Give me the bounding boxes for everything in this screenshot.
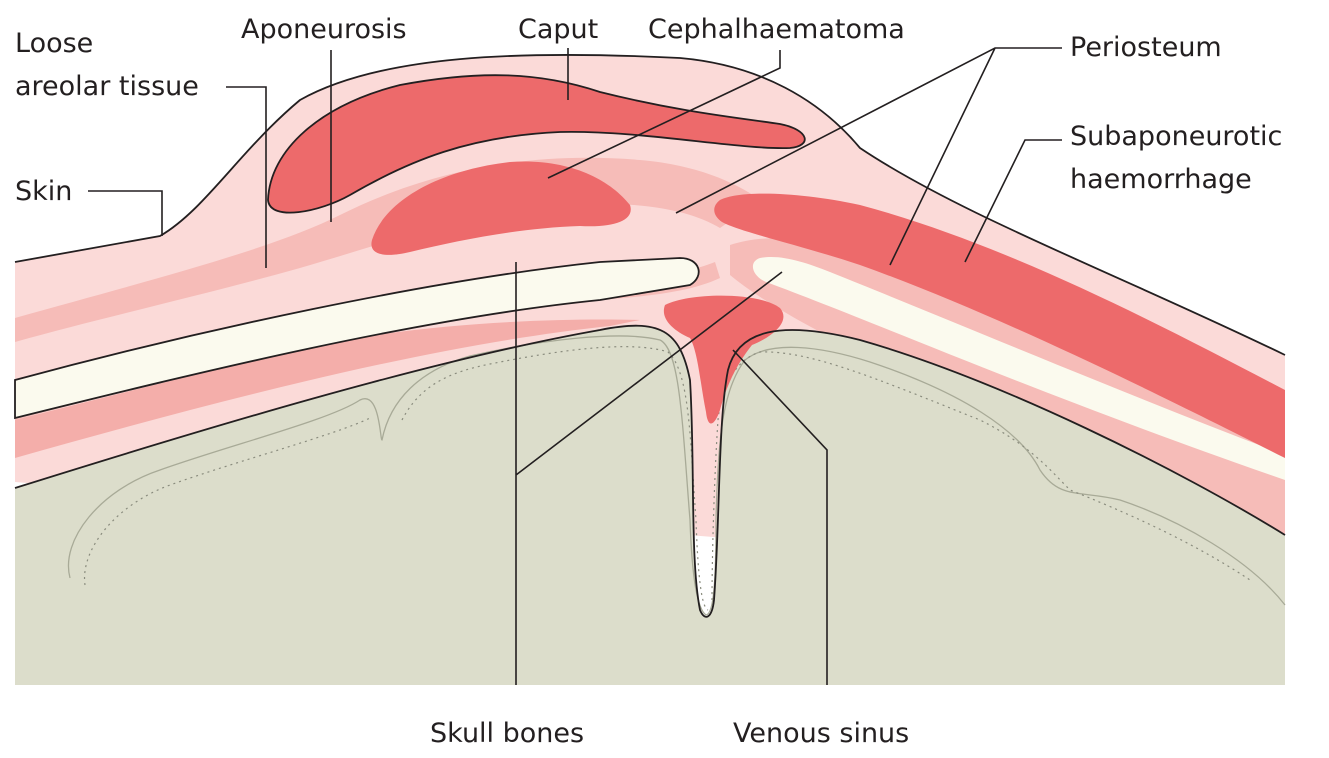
- label-skin: Skin: [15, 176, 72, 207]
- label-skull-bones: Skull bones: [430, 718, 584, 749]
- label-venous-sinus: Venous sinus: [733, 718, 909, 749]
- skull-bone-left: [14, 257, 700, 420]
- label-cephalhaematoma: Cephalhaematoma: [648, 14, 905, 45]
- brain-inner-outline: [67, 335, 1286, 616]
- subaponeurotic-haemorrhage: [714, 193, 1285, 458]
- leader-periosteum: [675, 47, 1062, 266]
- lower-layer-left: [15, 319, 640, 458]
- leader-loose-areolar: [226, 86, 267, 268]
- leader-skull-bones: [515, 262, 783, 685]
- label-haemorrhage: haemorrhage: [1070, 164, 1252, 195]
- label-loose: Loose: [15, 28, 93, 59]
- skull-bone-right: [752, 256, 1285, 480]
- label-subaponeurotic: Subaponeurotic: [1070, 121, 1282, 152]
- leader-cephalhaematoma: [547, 50, 781, 179]
- leader-subaponeurotic: [964, 139, 1062, 263]
- label-periosteum: Periosteum: [1070, 32, 1222, 63]
- label-areolar-tissue: areolar tissue: [15, 71, 199, 102]
- caput: [267, 74, 806, 214]
- venous-sinus: [663, 295, 784, 424]
- label-caput: Caput: [518, 14, 598, 45]
- brain: [15, 325, 1285, 685]
- skin-surface: [14, 53, 1286, 356]
- cephalhaematoma: [371, 161, 631, 255]
- skull-inner-outline: [14, 324, 1286, 618]
- leader-skin: [88, 190, 163, 236]
- leader-venous-sinus: [732, 349, 828, 685]
- brain-dotted-outline: [83, 346, 1251, 611]
- label-aponeurosis: Aponeurosis: [241, 14, 407, 45]
